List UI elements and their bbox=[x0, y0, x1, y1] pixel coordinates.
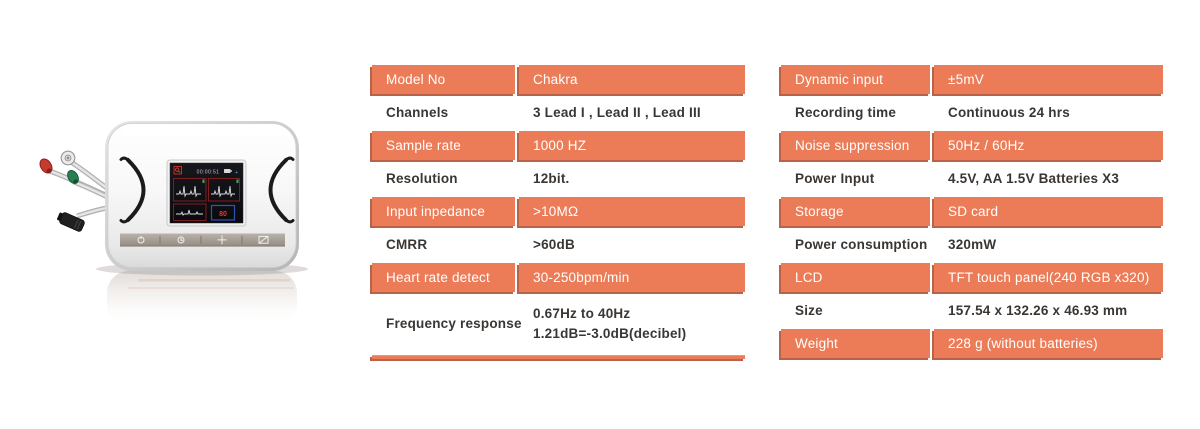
electrode-white bbox=[60, 150, 76, 166]
spec-row: Input inpedance>10MΩ bbox=[372, 197, 745, 226]
svg-text:+: + bbox=[235, 170, 238, 176]
spec-value: 4.5V, AA 1.5V Batteries X3 bbox=[948, 171, 1120, 186]
waveform-box-3 bbox=[173, 203, 207, 221]
ecg-device: 00:00:51 + bbox=[30, 100, 340, 330]
spec-label: Size bbox=[795, 303, 823, 318]
spec-value: 1000 HZ bbox=[519, 131, 745, 160]
clock-icon bbox=[177, 236, 185, 244]
spec-label: Recording time bbox=[795, 105, 897, 120]
spec-value: 0.67Hz to 40Hz 1.21dB=-3.0dB(decibel) bbox=[519, 296, 745, 351]
spec-row: Dynamic input±5mV bbox=[781, 65, 1163, 94]
spec-value: SD card bbox=[934, 197, 1163, 226]
spec-value: >60dB bbox=[533, 237, 575, 252]
spec-table-right: Dynamic input±5mV Recording time Continuou… bbox=[781, 65, 1163, 362]
spec-label: Heart rate detect bbox=[372, 263, 515, 292]
spec-label: Power consumption bbox=[795, 237, 928, 252]
button-bar bbox=[120, 233, 285, 247]
spec-row: Frequency response 0.67Hz to 40Hz 1.21dB=-… bbox=[372, 296, 745, 351]
spec-label: Resolution bbox=[386, 171, 458, 186]
spec-label: Noise suppression bbox=[781, 131, 930, 160]
screen-time: 00:00:51 bbox=[197, 170, 220, 176]
spec-value: Chakra bbox=[519, 65, 745, 94]
device-screen: 00:00:51 + bbox=[166, 159, 247, 227]
spec-value: ±5mV bbox=[934, 65, 1163, 94]
spec-row: Power consumption 320mW bbox=[781, 230, 1163, 259]
heart-rate-box: 80 bbox=[210, 204, 236, 221]
spec-label: Frequency response bbox=[386, 316, 522, 331]
left-crescent bbox=[126, 158, 146, 222]
spec-value: 50Hz / 60Hz bbox=[934, 131, 1163, 160]
spec-label: CMRR bbox=[386, 237, 428, 252]
spec-label: Storage bbox=[781, 197, 930, 226]
spec-value: 12bit. bbox=[533, 171, 570, 186]
electrode-green bbox=[67, 169, 79, 185]
spec-row: Recording time Continuous 24 hrs bbox=[781, 98, 1163, 127]
spec-label: Power Input bbox=[795, 171, 875, 186]
spec-value: 157.54 x 132.26 x 46.93 mm bbox=[948, 303, 1128, 318]
spec-label: Channels bbox=[386, 105, 449, 120]
spec-row: CMRR >60dB bbox=[372, 230, 745, 259]
power-icon bbox=[137, 236, 145, 244]
spec-label: Sample rate bbox=[372, 131, 515, 160]
table-underline bbox=[372, 355, 745, 359]
spec-row: Resolution 12bit. bbox=[372, 164, 745, 193]
ecg-device-svg: 00:00:51 + bbox=[39, 121, 308, 327]
heart-rate-value: 80 bbox=[219, 211, 227, 218]
waveform-box-1 bbox=[173, 178, 207, 202]
spec-value-line: 0.67Hz to 40Hz bbox=[533, 305, 631, 321]
spec-value: 30-250bpm/min bbox=[519, 263, 745, 292]
spec-value: TFT touch panel(240 RGB x320) bbox=[934, 263, 1163, 292]
spec-row: Power Input 4.5V, AA 1.5V Batteries X3 bbox=[781, 164, 1163, 193]
spec-label: Weight bbox=[781, 329, 930, 358]
right-crescent bbox=[268, 158, 288, 222]
spec-label: LCD bbox=[781, 263, 930, 292]
spec-row: Channels 3 Lead I , Lead II , Lead III bbox=[372, 98, 745, 127]
battery-icon: + bbox=[224, 169, 238, 176]
spec-label: Dynamic input bbox=[781, 65, 930, 94]
spec-value: 228 g (without batteries) bbox=[934, 329, 1163, 358]
spec-value: >10MΩ bbox=[519, 197, 745, 226]
spec-value: 320mW bbox=[948, 237, 997, 252]
spec-value: 3 Lead I , Lead II , Lead III bbox=[533, 105, 701, 120]
plus-icon bbox=[217, 235, 227, 245]
cable-connector bbox=[56, 212, 85, 232]
magnifier-icon bbox=[173, 166, 182, 175]
spec-value: Continuous 24 hrs bbox=[948, 105, 1070, 120]
waveform-box-2 bbox=[208, 178, 240, 202]
spec-row: Size 157.54 x 132.26 x 46.93 mm bbox=[781, 296, 1163, 325]
display-icon bbox=[258, 235, 269, 244]
electrode-red bbox=[39, 158, 53, 174]
device-reflection bbox=[96, 262, 308, 327]
table-right-rows: Dynamic input±5mV Recording time Continuou… bbox=[781, 65, 1163, 358]
spec-value-line: 1.21dB=-3.0dB(decibel) bbox=[533, 325, 687, 341]
crescent-accents bbox=[119, 156, 295, 224]
spec-label: Model No bbox=[372, 65, 515, 94]
spec-label: Input inpedance bbox=[372, 197, 515, 226]
